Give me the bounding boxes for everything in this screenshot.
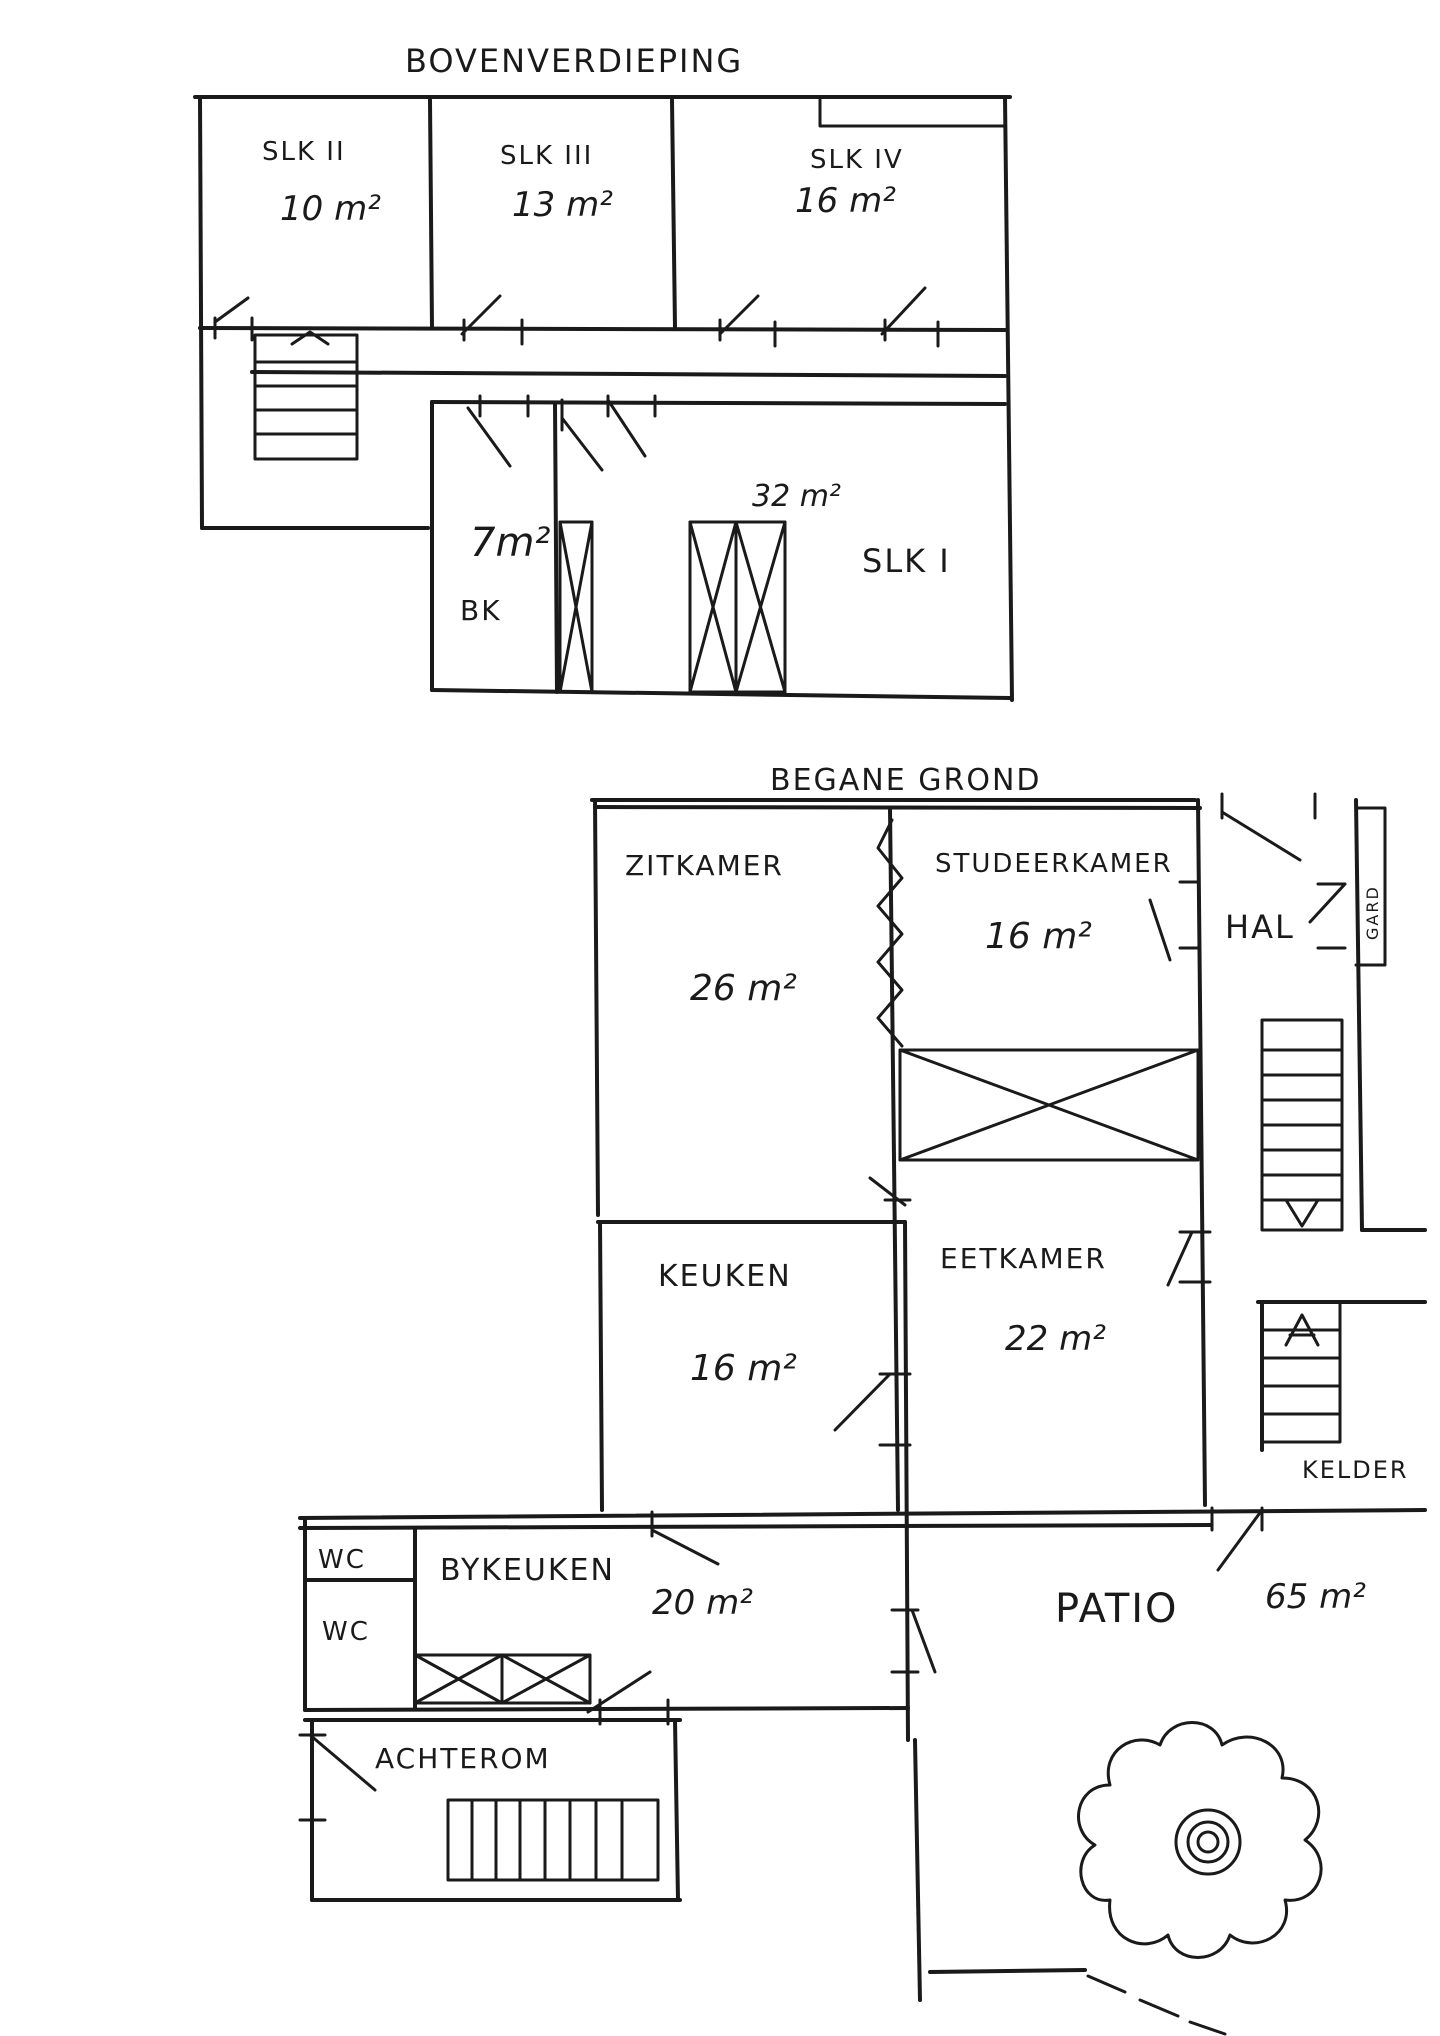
- keuken-area: 16 m²: [690, 1348, 797, 1389]
- patio-name: PATIO: [1055, 1586, 1179, 1632]
- wc1-name: WC: [318, 1545, 366, 1575]
- patio-area: 65 m²: [1265, 1577, 1366, 1617]
- upper-wardrobes: [558, 520, 787, 694]
- keuken-name: KEUKEN: [658, 1259, 792, 1294]
- slk4-name: SLK IV: [810, 145, 904, 175]
- ground-floor-walls: [298, 798, 1427, 2002]
- hal-name: HAL: [1225, 908, 1295, 946]
- kelder-name: KELDER: [1302, 1456, 1409, 1484]
- upper-stairs: [253, 330, 359, 461]
- slk1-name: SLK I: [862, 542, 951, 580]
- zitkamer-area: 26 m²: [690, 968, 797, 1009]
- studeerkamer-area: 16 m²: [985, 916, 1092, 957]
- slk3-area: 13 m²: [512, 185, 613, 225]
- kelder-stairs: [1260, 1300, 1342, 1444]
- patio-tree: [1077, 1721, 1323, 1959]
- wc2-name: WC: [322, 1617, 370, 1647]
- bk-name: BK: [460, 594, 502, 627]
- achterom-stairs: [446, 1798, 660, 1882]
- hal-stairs: [1260, 1018, 1344, 1232]
- bykeuken-counter: [413, 1653, 592, 1705]
- eetkamer-name: EETKAMER: [940, 1242, 1107, 1275]
- patio-dashed-line: [1086, 1974, 1227, 2036]
- zitkamer-accordion-door: [876, 818, 904, 1048]
- slk2-name: SLK II: [262, 137, 346, 167]
- slk3-name: SLK III: [500, 141, 593, 171]
- slk1-area: 32 m²: [752, 479, 841, 514]
- studeerkamer-name: STUDEERKAMER: [935, 849, 1173, 879]
- upper-floor-title: BOVENVERDIEPING: [405, 42, 743, 80]
- central-void: [898, 1048, 1200, 1162]
- bykeuken-name: BYKEUKEN: [440, 1553, 615, 1588]
- gard-name: GARD: [1363, 885, 1382, 940]
- slk4-area: 16 m²: [795, 181, 896, 221]
- upper-doors: [213, 286, 940, 472]
- zitkamer-name: ZITKAMER: [625, 849, 784, 882]
- slk2-area: 10 m²: [280, 189, 381, 229]
- bk-area: 7m²: [470, 520, 550, 566]
- ground-doors: [298, 792, 1347, 1822]
- bykeuken-area: 20 m²: [652, 1583, 753, 1623]
- ground-floor-title: BEGANE GROND: [770, 763, 1042, 798]
- eetkamer-area: 22 m²: [1005, 1319, 1106, 1359]
- achterom-name: ACHTEROM: [375, 1742, 551, 1775]
